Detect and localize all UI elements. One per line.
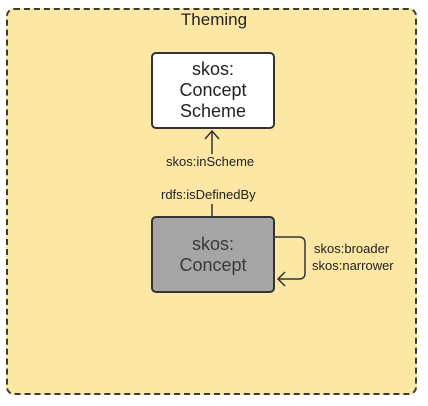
container-title: Theming: [180, 10, 248, 29]
in-scheme-arrowhead: [204, 129, 220, 140]
concept-scheme-node[interactable]: skos: Concept Scheme: [151, 52, 275, 129]
is-defined-by-label: rdfs:isDefinedBy: [161, 187, 256, 202]
broader-narrower-loop-edge[interactable]: [275, 236, 306, 280]
concept-node[interactable]: skos: Concept: [151, 216, 275, 293]
loop-arrowhead: [276, 271, 286, 287]
broader-label: skos:broader: [314, 241, 390, 256]
narrower-label: skos:narrower: [312, 258, 394, 273]
in-scheme-label: skos:inScheme: [166, 154, 255, 169]
